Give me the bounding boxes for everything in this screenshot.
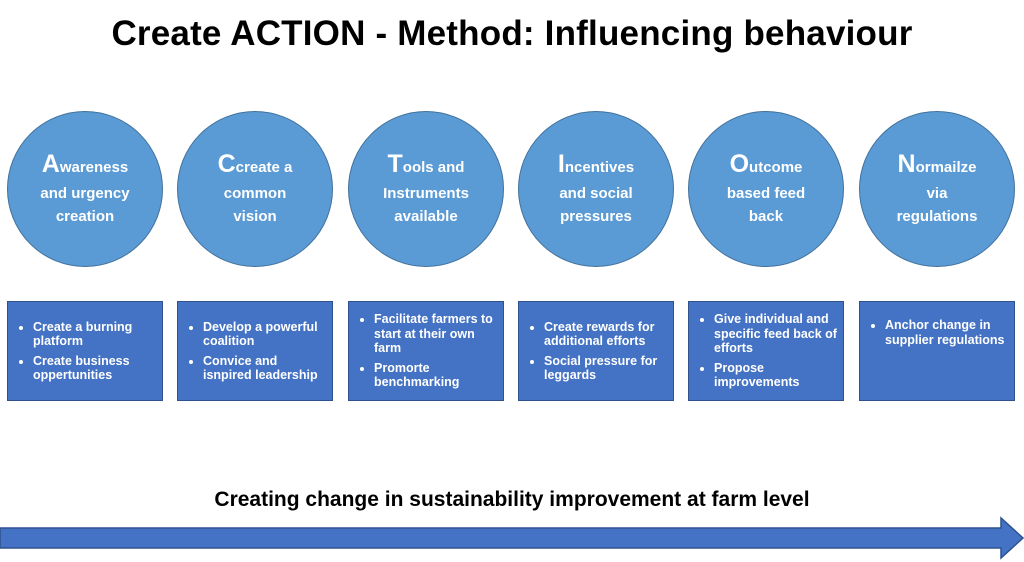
step-title-line2: and social [559,185,633,202]
progress-arrow-icon [0,516,1024,560]
page-title: Create ACTION - Method: Influencing beha… [111,14,913,53]
step-box-incentives: Create rewards for additional efforts So… [518,301,674,401]
step-initial: A [41,150,60,178]
step-circle-incentives: Incentives and social pressures [518,111,674,267]
step-title-rest: ormailze [915,159,977,176]
step-title-line3: regulations [896,208,978,225]
bullet-item: Convice and isnpired leadership [203,354,326,383]
bottom-caption: Creating change in sustainability improv… [214,488,810,511]
step-title-line3: available [394,208,458,225]
bullet-item: Facilitate farmers to start at their own… [374,312,497,356]
bullet-item: Give individual and specific feed back o… [714,312,837,356]
step-box-create: Develop a powerful coalition Convice and… [177,301,333,401]
step-title-line2: and urgency [40,185,130,202]
step-title-line3: pressures [560,208,632,225]
step-title-rest: utcome [749,159,803,176]
step-circle-tools: Tools and Instruments available [348,111,504,267]
step-circle-create: Ccreate a common vision [177,111,333,267]
bullet-item: Promorte benchmarking [374,361,497,390]
step-box-tools: Facilitate farmers to start at their own… [348,301,504,401]
bullet-item: Develop a powerful coalition [203,320,326,349]
step-initial: I [557,150,565,178]
step-title-rest: create a [235,159,293,176]
bullet-item: Create a burning platform [33,320,156,349]
bullet-item: Social pressure for leggards [544,354,667,383]
step-box-awareness: Create a burning platform Create busines… [7,301,163,401]
bullet-item: Anchor change in supplier regulations [885,318,1008,347]
step-title-line3: back [748,208,784,225]
step-initial: O [729,150,750,178]
bullet-item: Create rewards for additional efforts [544,320,667,349]
step-circle-outcome: Outcome based feed back [688,111,844,267]
step-initial: N [897,150,916,178]
step-title-line2: based feed [726,185,806,202]
step-title-rest: ncentives [564,159,635,176]
step-box-normalize: Anchor change in supplier regulations [859,301,1015,401]
step-title-line2: via [926,185,948,202]
bullet-item: Create business oppertunities [33,354,156,383]
step-title-line2: common [223,185,287,202]
step-box-outcome: Give individual and specific feed back o… [688,301,844,401]
step-circle-normalize: Normailze via regulations [859,111,1015,267]
step-initial: C [217,150,236,178]
step-title-line3: creation [55,208,115,225]
bullet-item: Propose improvements [714,361,837,390]
step-initial: T [387,150,403,178]
step-title-rest: wareness [59,159,129,176]
step-title-line3: vision [233,208,277,225]
step-title-rest: ools and [402,159,465,176]
step-circle-awareness: Awareness and urgency creation [7,111,163,267]
step-title-line2: Instruments [383,185,469,202]
